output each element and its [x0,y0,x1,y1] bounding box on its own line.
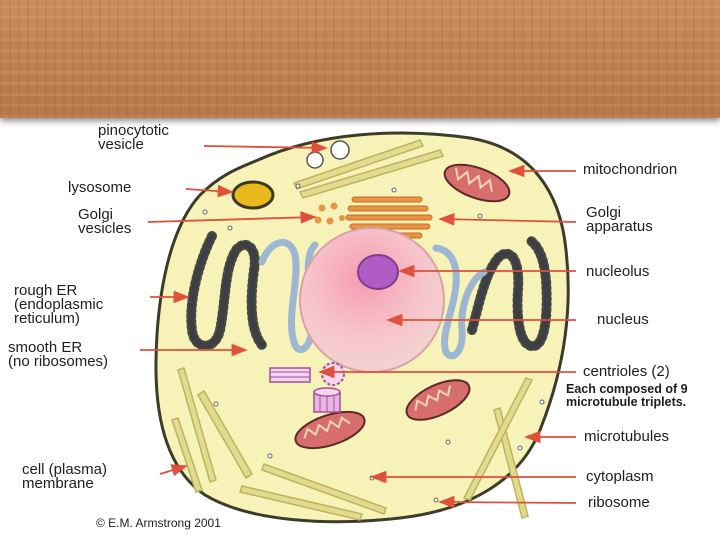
label-smooth-er: smooth ER (no ribosomes) [8,339,109,370]
rough-er-left [186,231,267,351]
credit-text: © E.M. Armstrong 2001 [96,516,221,530]
label-microtubules: microtubules [584,428,670,445]
rough-er-right [467,235,552,351]
label-pinocytotic-vesicle: pinocytotic vesicle [98,122,169,153]
label-mitochondrion: mitochondrion [583,161,678,178]
label-golgi-apparatus: Golgi apparatus [586,204,653,235]
nucleus [299,227,445,373]
microtubules [171,139,534,521]
label-centrioles: centrioles (2) [583,363,670,380]
label-arrows [140,141,577,509]
label-nucleolus: nucleolus [586,263,650,280]
label-ribosome: ribosome [588,494,650,511]
pinocytotic-vesicle [306,140,350,169]
label-cell-membrane: cell (plasma) membrane [22,461,108,492]
mitochondria [294,163,511,450]
label-nucleus: nucleus [597,311,649,328]
nucleolus [357,254,399,290]
lysosome [231,180,275,210]
label-centriole-note: Each composed of 9 microtubule triplets. [566,382,688,409]
label-golgi-vesicles: Golgi vesicles [78,206,132,237]
label-lysosome: lysosome [68,179,132,196]
wood-banner [0,0,720,118]
ribosomes [202,183,545,503]
label-rough-er: rough ER (endoplasmic reticulum) [14,282,104,327]
label-cytoplasm: cytoplasm [586,468,654,485]
